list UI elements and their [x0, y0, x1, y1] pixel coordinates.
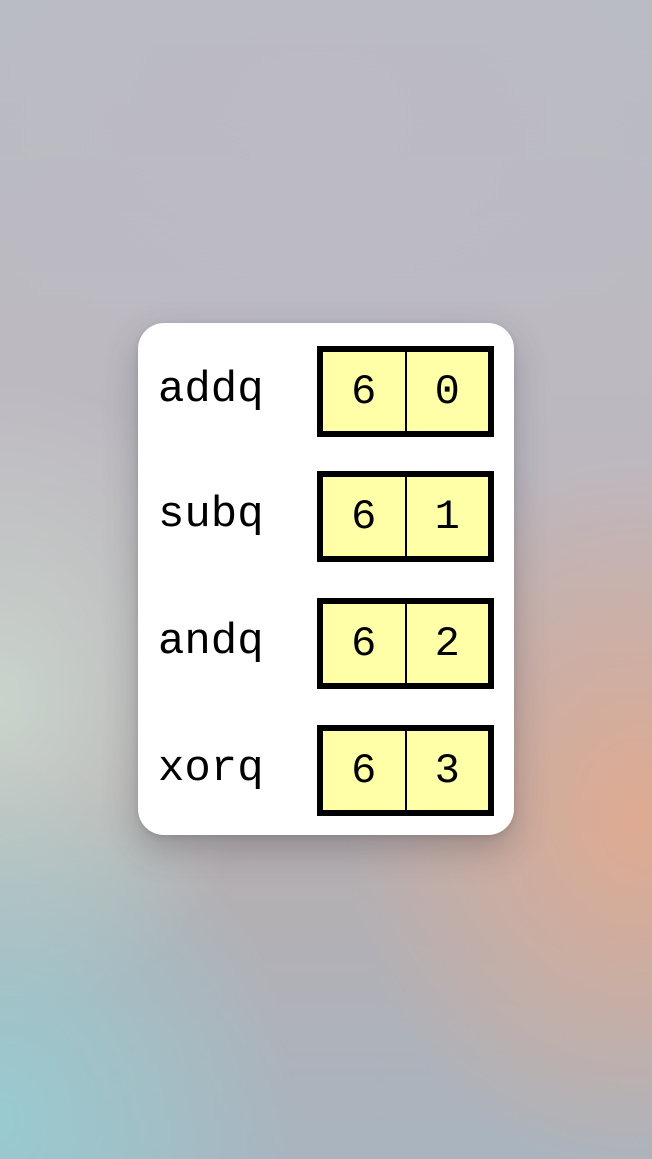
ifun-nibble: 0 — [434, 367, 460, 416]
ifun-nibble: 2 — [434, 619, 460, 668]
instruction-row-xorq: xorq 6 3 — [138, 723, 514, 816]
encoding-byte: 6 0 — [317, 346, 494, 437]
icode-nibble: 6 — [323, 477, 407, 556]
instruction-row-addq: addq 6 0 — [138, 344, 514, 437]
instruction-row-andq: andq 6 2 — [138, 596, 514, 689]
encoding-byte: 6 3 — [317, 725, 494, 816]
mnemonic-label: xorq — [158, 744, 264, 794]
encoding-byte: 6 2 — [317, 598, 494, 689]
instruction-row-subq: subq 6 1 — [138, 469, 514, 562]
ifun-nibble: 1 — [434, 492, 460, 541]
mnemonic-label: addq — [158, 365, 264, 415]
mnemonic-label: andq — [158, 617, 264, 667]
icode-nibble: 6 — [323, 352, 407, 431]
icode-nibble: 6 — [323, 731, 407, 810]
mnemonic-label: subq — [158, 490, 264, 540]
instruction-encoding-card: addq 6 0 subq 6 1 andq 6 2 xorq 6 3 — [138, 323, 514, 835]
ifun-nibble: 3 — [434, 746, 460, 795]
encoding-byte: 6 1 — [317, 471, 494, 562]
icode-nibble: 6 — [323, 604, 407, 683]
